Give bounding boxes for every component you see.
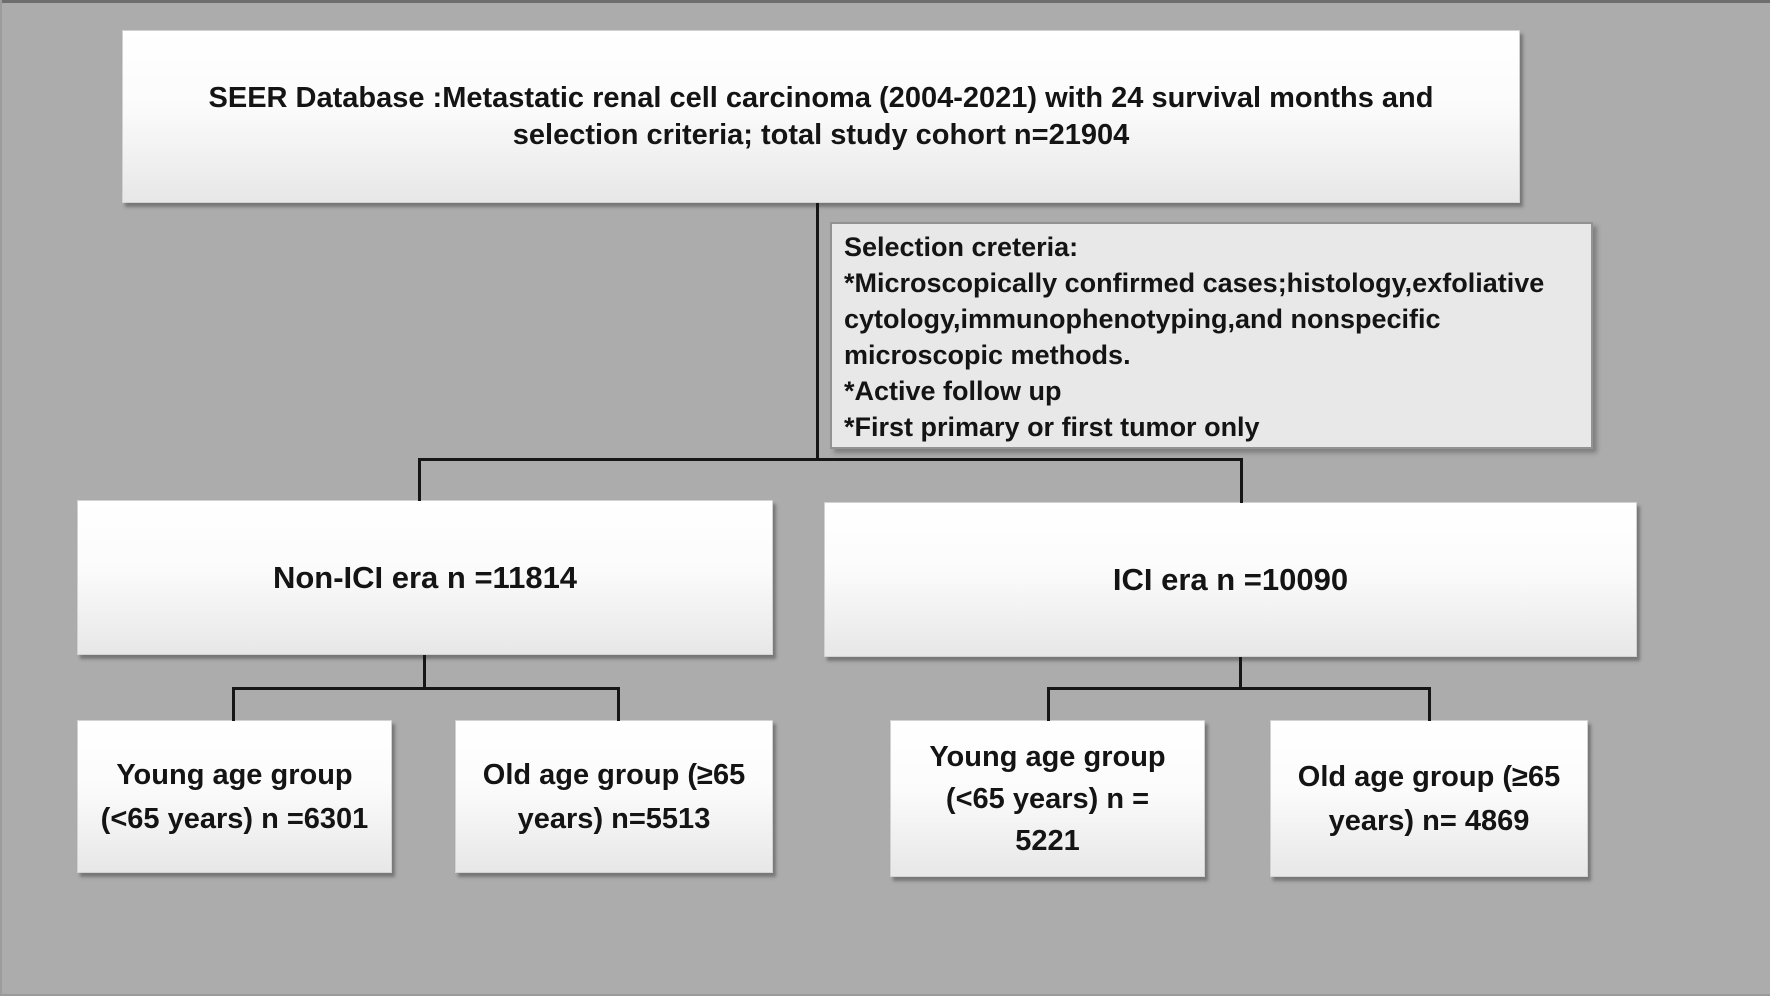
connector-non-ici-branch — [232, 687, 620, 690]
selection-criteria-box: Selection creteria: *Microscopically con… — [830, 222, 1593, 449]
connector-old-ici-drop — [1428, 687, 1431, 721]
ici-era-box: ICI era n =10090 — [824, 502, 1637, 657]
connector-young-ici-drop — [1047, 687, 1050, 721]
page-left-edge — [0, 0, 2, 996]
connector-ici-branch — [1047, 687, 1431, 690]
connector-young-non-ici-drop — [232, 687, 235, 721]
non-ici-era-box: Non-ICI era n =11814 — [77, 500, 773, 655]
page-bottom-edge — [0, 994, 1770, 996]
old-age-group-ici-box: Old age group (≥65 years) n= 4869 — [1270, 720, 1588, 877]
connector-old-non-ici-drop — [617, 687, 620, 721]
young-age-group-non-ici-box: Young age group (<65 years) n =6301 — [77, 720, 392, 873]
connector-non-ici-drop — [418, 458, 421, 501]
page-top-edge — [0, 0, 1770, 3]
connector-era-branch — [418, 458, 1243, 461]
root-cohort-box: SEER Database :Metastatic renal cell car… — [122, 30, 1520, 203]
connector-non-ici-stem — [423, 655, 426, 690]
old-age-group-non-ici-box: Old age group (≥65 years) n=5513 — [455, 720, 773, 873]
connector-ici-stem — [1239, 657, 1242, 690]
connector-ici-drop — [1240, 458, 1243, 503]
connector-root-stem — [816, 203, 819, 459]
young-age-group-ici-box: Young age group (<65 years) n = 5221 — [890, 720, 1205, 877]
